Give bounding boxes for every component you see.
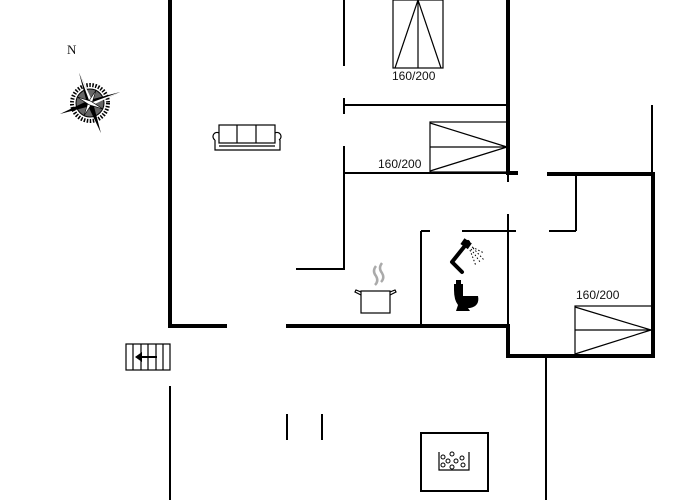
sofa-icon <box>212 124 282 151</box>
toilet-icon <box>454 280 479 311</box>
stairs-icon <box>125 343 171 371</box>
bed-size-label: 160/200 <box>392 69 436 83</box>
shower-icon <box>450 238 485 274</box>
bed-right: 160/200 <box>574 288 653 356</box>
bed-top: 160/200 <box>392 0 444 83</box>
compass-rose-icon <box>59 72 121 134</box>
north-label: N <box>67 42 77 57</box>
bed-size-label: 160/200 <box>378 157 422 171</box>
compass: N <box>59 42 121 134</box>
hot-tub-icon <box>420 432 489 492</box>
bed-size-label: 160/200 <box>576 288 620 302</box>
cooking-pot-icon <box>354 262 397 314</box>
walls-exterior <box>168 0 655 358</box>
walls-interior <box>169 0 653 500</box>
bed-middle: 160/200 <box>378 121 509 173</box>
